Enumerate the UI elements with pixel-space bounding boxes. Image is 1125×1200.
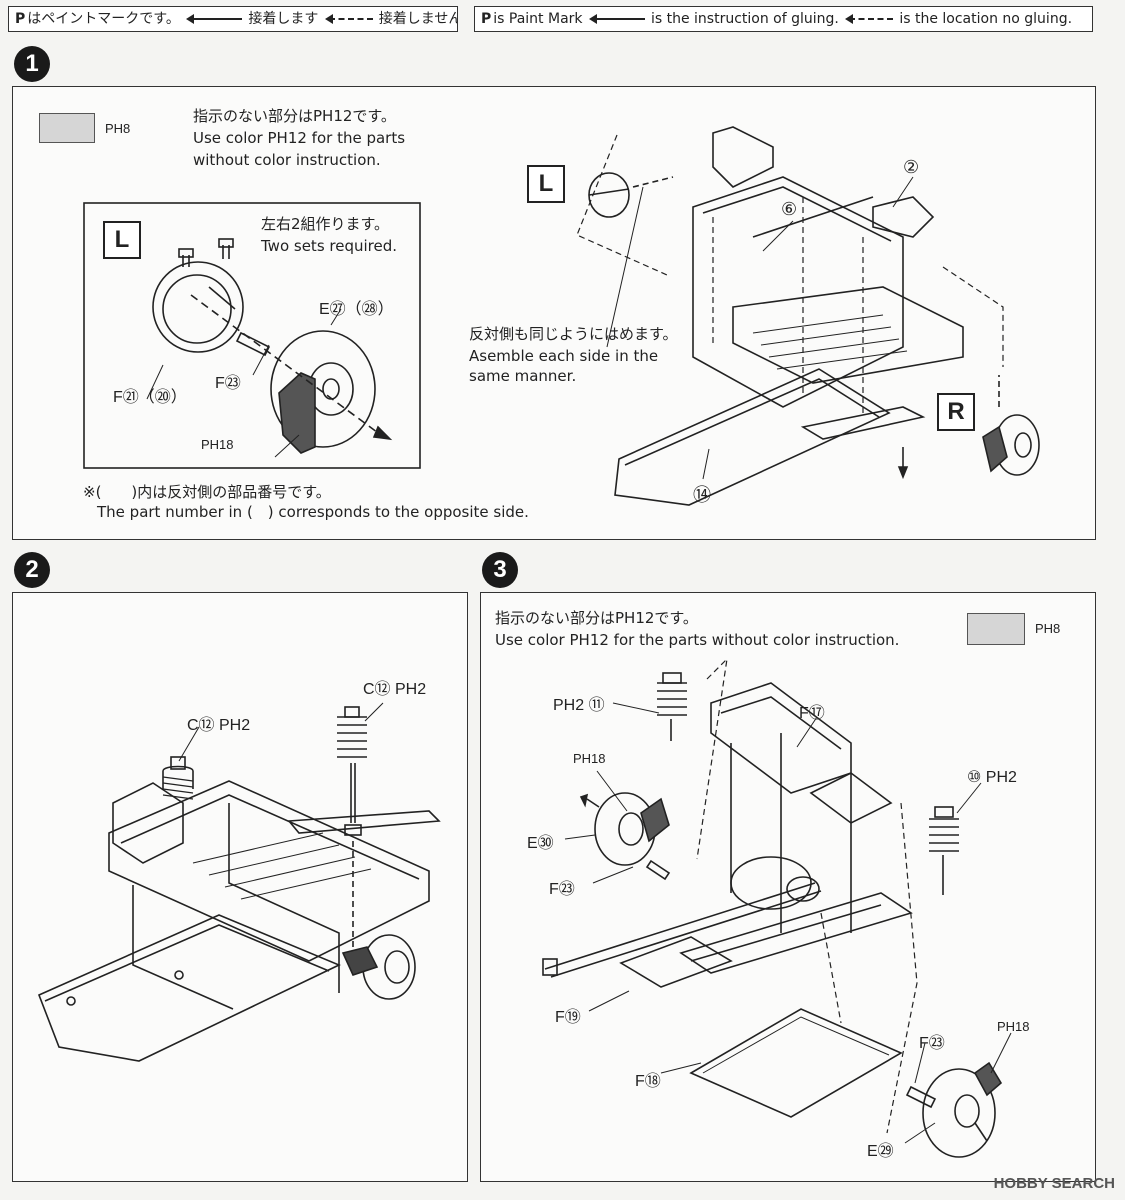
part-label-e27: E㉗（㉘）: [319, 301, 394, 318]
glue-arrow-icon: [186, 14, 243, 24]
swatch-label-s3: PH8: [1035, 621, 1061, 636]
step-2-drawing: [37, 702, 441, 1062]
color-swatch-ph8: [39, 113, 95, 143]
color-note-jp: 指示のない部分はPH12です。: [193, 107, 396, 125]
footnote-jp: ※( )内は反対側の部品番号です。: [83, 483, 331, 501]
same-manner-en-2: same manner.: [469, 367, 577, 385]
same-manner-jp: 反対側も同じようにはめます。: [469, 325, 678, 343]
legend-paint-en: is Paint Mark: [493, 11, 583, 27]
noglue-arrow-icon: [845, 14, 894, 24]
inset-sets-jp: 左右2組作ります。: [261, 215, 390, 233]
step-1-drawing: [83, 126, 1040, 506]
watermark: HOBBY SEARCH: [993, 1175, 1115, 1192]
step-2-number: 2: [14, 552, 50, 588]
inset-frame: [83, 202, 421, 469]
part-label-c12-left: C⑫ PH2: [187, 717, 251, 734]
part-label-f23: F㉓: [215, 375, 241, 392]
inset-sets-en: Two sets required.: [261, 237, 398, 255]
paint-mark-icon: P: [15, 11, 26, 27]
step-2-panel: C⑫ PH2 C⑫ PH2: [12, 592, 468, 1182]
part-label-ph2-11: PH2 ⑪: [553, 697, 605, 714]
part-label-2: ②: [903, 157, 920, 177]
step-1-panel: PH8 指示のない部分はPH12です。 Use color PH12 for t…: [12, 86, 1096, 540]
inset-side-l-badge: L: [103, 221, 141, 259]
step-1-number: 1: [14, 46, 50, 82]
part-label-10: ⑩ PH2: [967, 769, 1017, 786]
same-manner-en-1: Asemble each side in the: [469, 347, 659, 365]
part-label-c12-right: C⑫ PH2: [363, 681, 427, 698]
paint-mark-icon: P: [481, 11, 492, 27]
side-l-badge: L: [527, 165, 565, 203]
legend-glue-jp: 接着します: [248, 11, 319, 27]
footnote-en: The part number in ( ) corresponds to th…: [97, 503, 529, 521]
part-label-ph18: PH18: [201, 437, 234, 452]
part-label-f17: F⑰: [799, 705, 825, 722]
legend-paint-jp: はペイントマークです。: [27, 11, 180, 27]
legend-glue-en: is the instruction of gluing.: [650, 11, 839, 27]
color-note-en-2: without color instruction.: [193, 151, 381, 169]
color-note-en-1: Use color PH12 for the parts: [193, 129, 406, 147]
color-note-jp-s3: 指示のない部分はPH12です。: [495, 609, 698, 627]
part-label-f18: F⑱: [635, 1073, 661, 1090]
step-3-drawing: [542, 657, 1012, 1158]
part-label-f23-b: F㉓: [919, 1035, 945, 1052]
part-label-14: ⑭: [693, 485, 711, 505]
legend-noglue-jp: 接着しません: [378, 11, 458, 27]
part-label-e29: E㉙: [867, 1143, 894, 1160]
part-label-e30: E㉚: [527, 835, 554, 852]
part-label-f23-a: F㉓: [549, 881, 575, 898]
legend-noglue-en: is the location no gluing.: [899, 11, 1073, 27]
part-label-f21: F㉑（⑳）: [113, 389, 187, 406]
step-3-number: 3: [482, 552, 518, 588]
side-r-badge: R: [937, 393, 975, 431]
color-note-en-s3: Use color PH12 for the parts without col…: [495, 631, 900, 649]
swatch-label: PH8: [105, 121, 131, 136]
part-label-6: ⑥: [781, 199, 798, 219]
part-label-ph18-b: PH18: [997, 1019, 1030, 1034]
glue-arrow-icon: [588, 14, 645, 24]
part-label-ph18-a: PH18: [573, 751, 606, 766]
color-swatch-ph8-s3: [967, 613, 1025, 645]
step-3-panel: 指示のない部分はPH12です。 Use color PH12 for the p…: [480, 592, 1096, 1182]
part-label-f19: F⑲: [555, 1009, 581, 1026]
noglue-arrow-icon: [324, 14, 373, 24]
